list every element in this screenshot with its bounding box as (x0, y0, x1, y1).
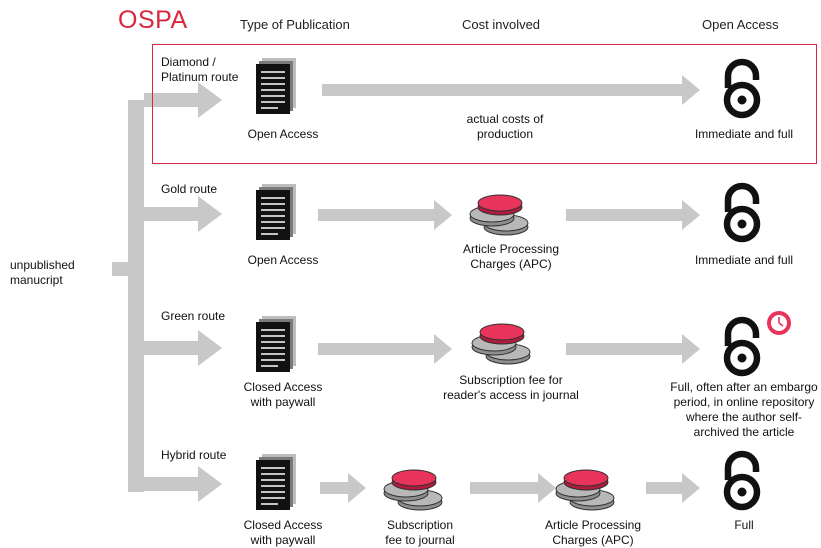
coins-icon (471, 323, 531, 365)
oa-status-diamond: Immediate and full (694, 127, 794, 141)
document-icon (255, 453, 297, 511)
oa-status-green: Full, often after an embargo period, in … (670, 380, 818, 439)
route-connectors (112, 82, 222, 502)
cost-hybrid-subscription: Subscription fee to journal (385, 518, 455, 547)
cost-green: Subscription fee for reader's access in … (443, 373, 579, 402)
cost-note-diamond: actual costs of production (466, 112, 544, 141)
header-type-of-publication: Type of Publication (240, 17, 350, 32)
coins-icon (555, 469, 615, 511)
header-open-access: Open Access (702, 17, 779, 32)
publication-type-diamond: Open Access (247, 127, 319, 141)
source-label: unpublished manucript (10, 258, 75, 287)
open-access-lock-icon (727, 320, 757, 373)
document-icon (255, 315, 297, 373)
cost-hybrid-apc: Article Processing Charges (APC) (544, 518, 642, 547)
publication-type-hybrid: Closed Access with paywall (243, 518, 323, 547)
coins-icon (469, 194, 529, 236)
route-name-diamond: Diamond / Platinum route (161, 55, 239, 84)
oa-status-hybrid: Full (734, 518, 754, 532)
publication-type-gold: Open Access (247, 253, 319, 267)
route-name-gold: Gold route (161, 182, 218, 196)
oa-status-gold: Immediate and full (694, 253, 794, 267)
coins-icon (383, 469, 443, 511)
header-cost-involved: Cost involved (462, 17, 541, 32)
open-access-lock-icon (727, 186, 757, 239)
publication-type-green: Closed Access with paywall (243, 380, 323, 409)
route-name-hybrid: Hybrid route (161, 448, 227, 462)
open-access-lock-icon (727, 454, 757, 507)
document-icon (255, 183, 297, 241)
diamond-route-highlight-box (152, 44, 817, 164)
ospa-logo: OSPA (118, 6, 188, 34)
route-name-green: Green route (161, 309, 226, 323)
flow-arrows (318, 75, 700, 503)
cost-gold: Article Processing Charges (APC) (462, 242, 560, 271)
clock-icon (767, 311, 791, 335)
